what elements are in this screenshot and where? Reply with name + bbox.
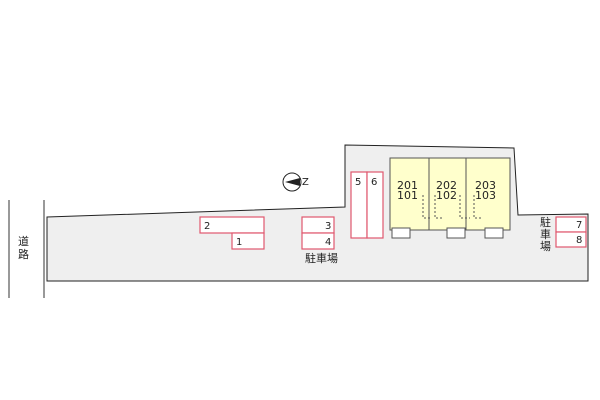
- parking-label-b-1: 駐: [540, 215, 551, 229]
- parking-label-b-3: 場: [540, 240, 551, 253]
- parking-number-2: 2: [204, 221, 210, 232]
- parking-number-7: 7: [576, 220, 582, 231]
- parking-number-3: 3: [325, 221, 331, 232]
- parking-label-a: 駐車場: [305, 251, 338, 265]
- unit-upper-1: 201: [397, 179, 418, 192]
- unit-upper-2: 202: [436, 179, 457, 192]
- parking-number-5: 5: [355, 177, 361, 188]
- parking-space-6: [366, 171, 384, 239]
- unit-upper-3: 203: [475, 179, 496, 192]
- parking-label-b-2: 車: [540, 227, 551, 241]
- unit-lower-2: 102: [436, 189, 457, 202]
- unit-lower-1: 101: [397, 189, 418, 202]
- north-compass-icon: Z: [282, 172, 309, 192]
- parking-space-1: [231, 232, 265, 250]
- parking-number-6: 6: [371, 177, 377, 188]
- road-label: 道路: [18, 234, 29, 261]
- parking-number-4: 4: [325, 237, 331, 248]
- building: [389, 157, 511, 239]
- parking-space-4: [301, 232, 335, 250]
- compass-label: Z: [302, 177, 309, 188]
- parking-number-1: 1: [236, 237, 242, 248]
- parking-space-8: [555, 231, 587, 248]
- unit-lower-3: 103: [475, 189, 496, 202]
- parking-number-8: 8: [576, 235, 582, 246]
